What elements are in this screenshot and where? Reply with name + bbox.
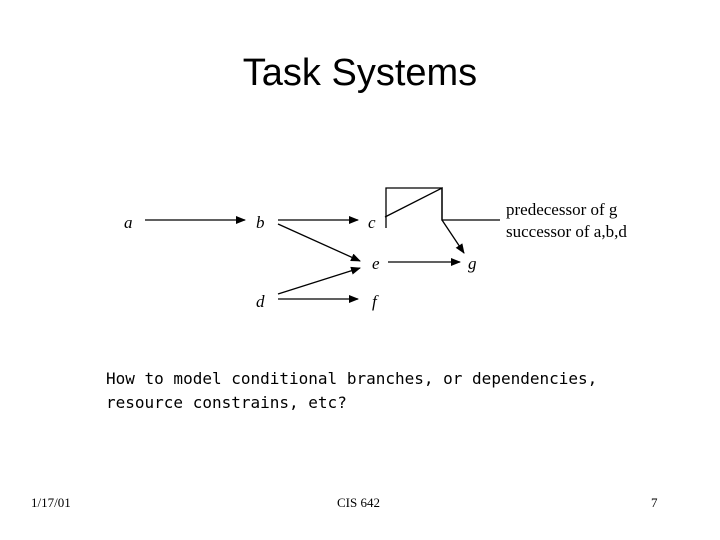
predecessor-note: predecessor of g successor of a,b,d xyxy=(506,199,627,243)
node-d: d xyxy=(256,292,265,311)
question-text: How to model conditional branches, or de… xyxy=(106,367,666,415)
node-g: g xyxy=(468,254,477,273)
node-a: a xyxy=(124,213,133,232)
node-e: e xyxy=(372,254,380,273)
node-f: f xyxy=(372,292,379,311)
note-line: predecessor of g xyxy=(506,200,618,219)
node-b: b xyxy=(256,213,265,232)
question-line: resource constrains, etc? xyxy=(106,393,347,412)
node-c: c xyxy=(368,213,376,232)
note-line: successor of a,b,d xyxy=(506,222,627,241)
edge-b-e xyxy=(277,223,361,262)
edge-d-e xyxy=(277,266,361,295)
footer-course: CIS 642 xyxy=(337,495,380,510)
footer-page-number: 7 xyxy=(651,495,658,510)
slide-title: Task Systems xyxy=(242,52,478,94)
footer-date: 1/17/01 xyxy=(31,495,71,510)
note-bracket xyxy=(385,187,500,228)
question-line: How to model conditional branches, or de… xyxy=(106,369,598,388)
